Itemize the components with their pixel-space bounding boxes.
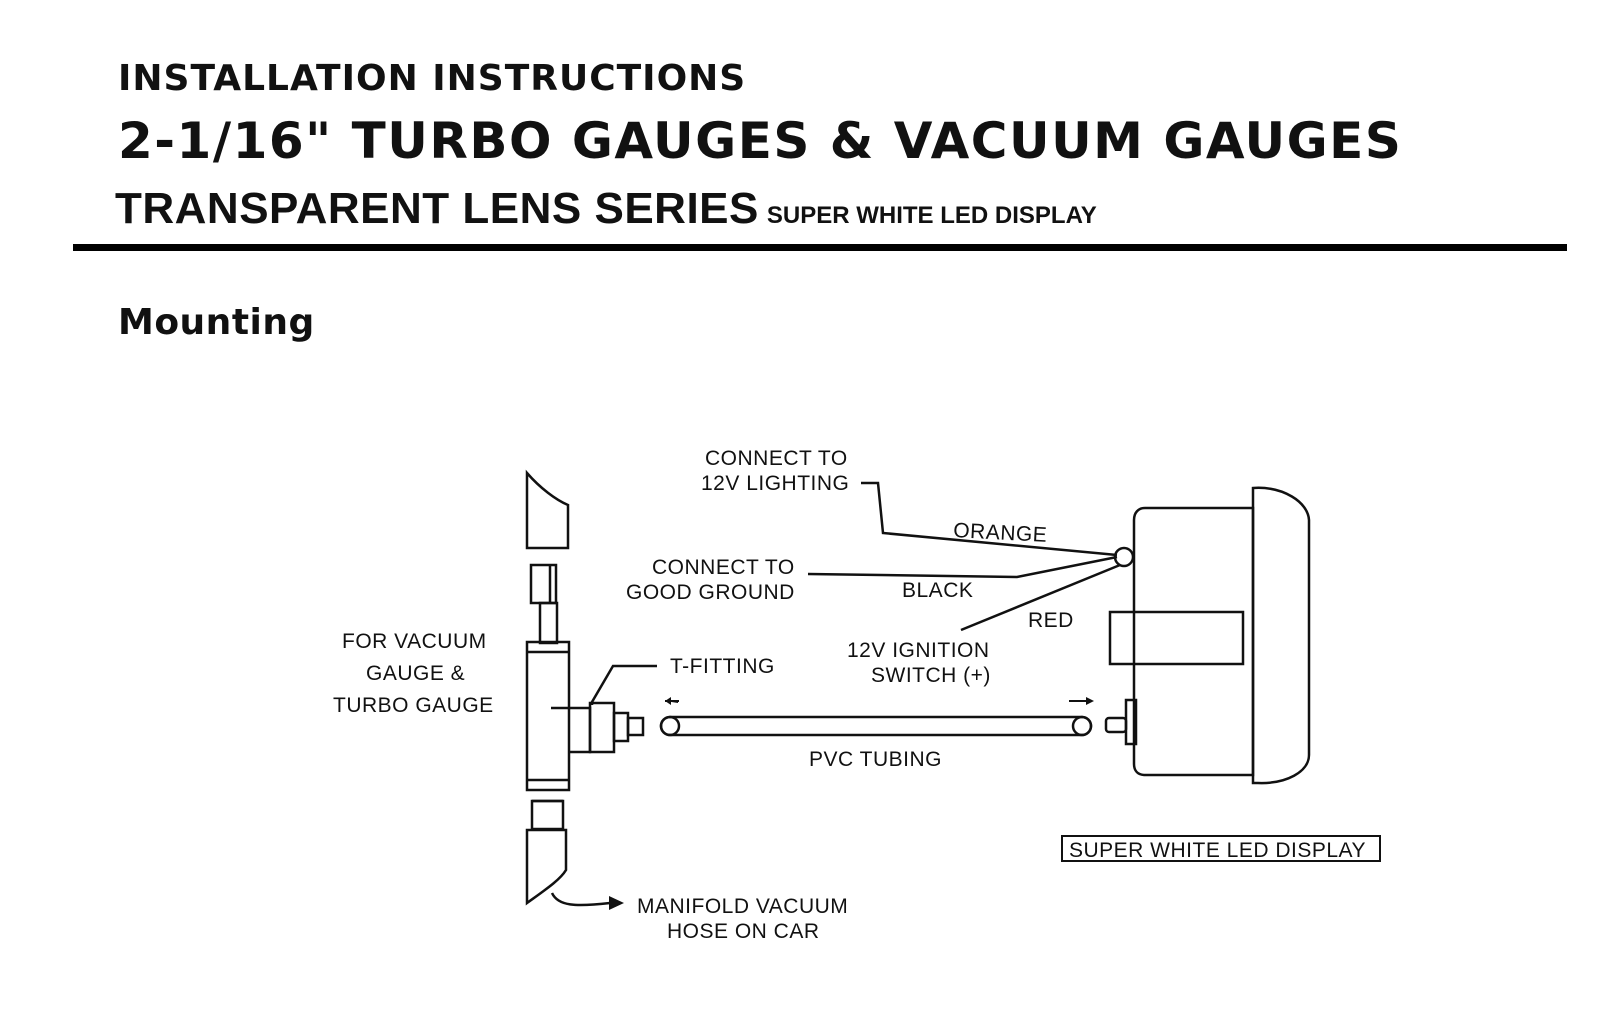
gauge-label-tab [1108, 610, 1245, 666]
label-pvc-tubing: PVC TUBING [809, 748, 942, 771]
label-ignition-2: SWITCH (+) [871, 664, 991, 687]
label-for-vacuum-2: GAUGE & [366, 662, 465, 685]
header-line-1: INSTALLATION INSTRUCTIONS [118, 58, 747, 99]
label-connect-ground-1: CONNECT TO [652, 556, 795, 579]
gauge-body [1132, 506, 1255, 777]
label-red: RED [1028, 609, 1074, 632]
t-fitting-top-nipple [529, 563, 558, 605]
label-ignition-1: 12V IGNITION [847, 639, 990, 662]
label-t-fitting: T-FITTING [670, 655, 775, 678]
red-wire [960, 563, 1121, 632]
wire-connector [1113, 546, 1135, 568]
header-line-2: 2-1/16" TURBO GAUGES & VACUUM GAUGES [118, 112, 1403, 170]
series-name: TRANSPARENT LENS SERIES [115, 184, 759, 233]
t-fitting-branch [551, 706, 592, 754]
gauge-bezel [1251, 486, 1311, 785]
manifold-arrowhead [609, 896, 624, 910]
upper-hose [525, 469, 570, 550]
label-for-vacuum-3: TURBO GAUGE [333, 694, 494, 717]
label-black: BLACK [902, 579, 973, 602]
black-wire [807, 555, 1118, 579]
pvc-tubing [659, 715, 1093, 737]
header-divider [73, 244, 1567, 251]
t-fitting-body [525, 640, 571, 792]
label-connect-lighting-2: 12V LIGHTING [701, 472, 849, 495]
orange-wire [861, 481, 1118, 557]
section-title: Mounting [118, 302, 315, 343]
label-manifold-1: MANIFOLD VACUUM [637, 895, 848, 918]
label-for-vacuum-1: FOR VACUUM [342, 630, 487, 653]
lower-hose [525, 828, 568, 906]
label-manifold-2: HOSE ON CAR [667, 920, 820, 943]
label-connect-ground-2: GOOD GROUND [626, 581, 795, 604]
led-display-label-box [1061, 835, 1381, 862]
manifold-arrow [550, 892, 611, 907]
header-line-3: TRANSPARENT LENS SERIES SUPER WHITE LED D… [115, 184, 1097, 234]
series-subtitle: SUPER WHITE LED DISPLAY [766, 202, 1097, 229]
label-orange: ORANGE [953, 519, 1048, 547]
label-led-display: SUPER WHITE LED DISPLAY [1069, 839, 1366, 862]
label-connect-lighting-1: CONNECT TO [705, 447, 848, 470]
